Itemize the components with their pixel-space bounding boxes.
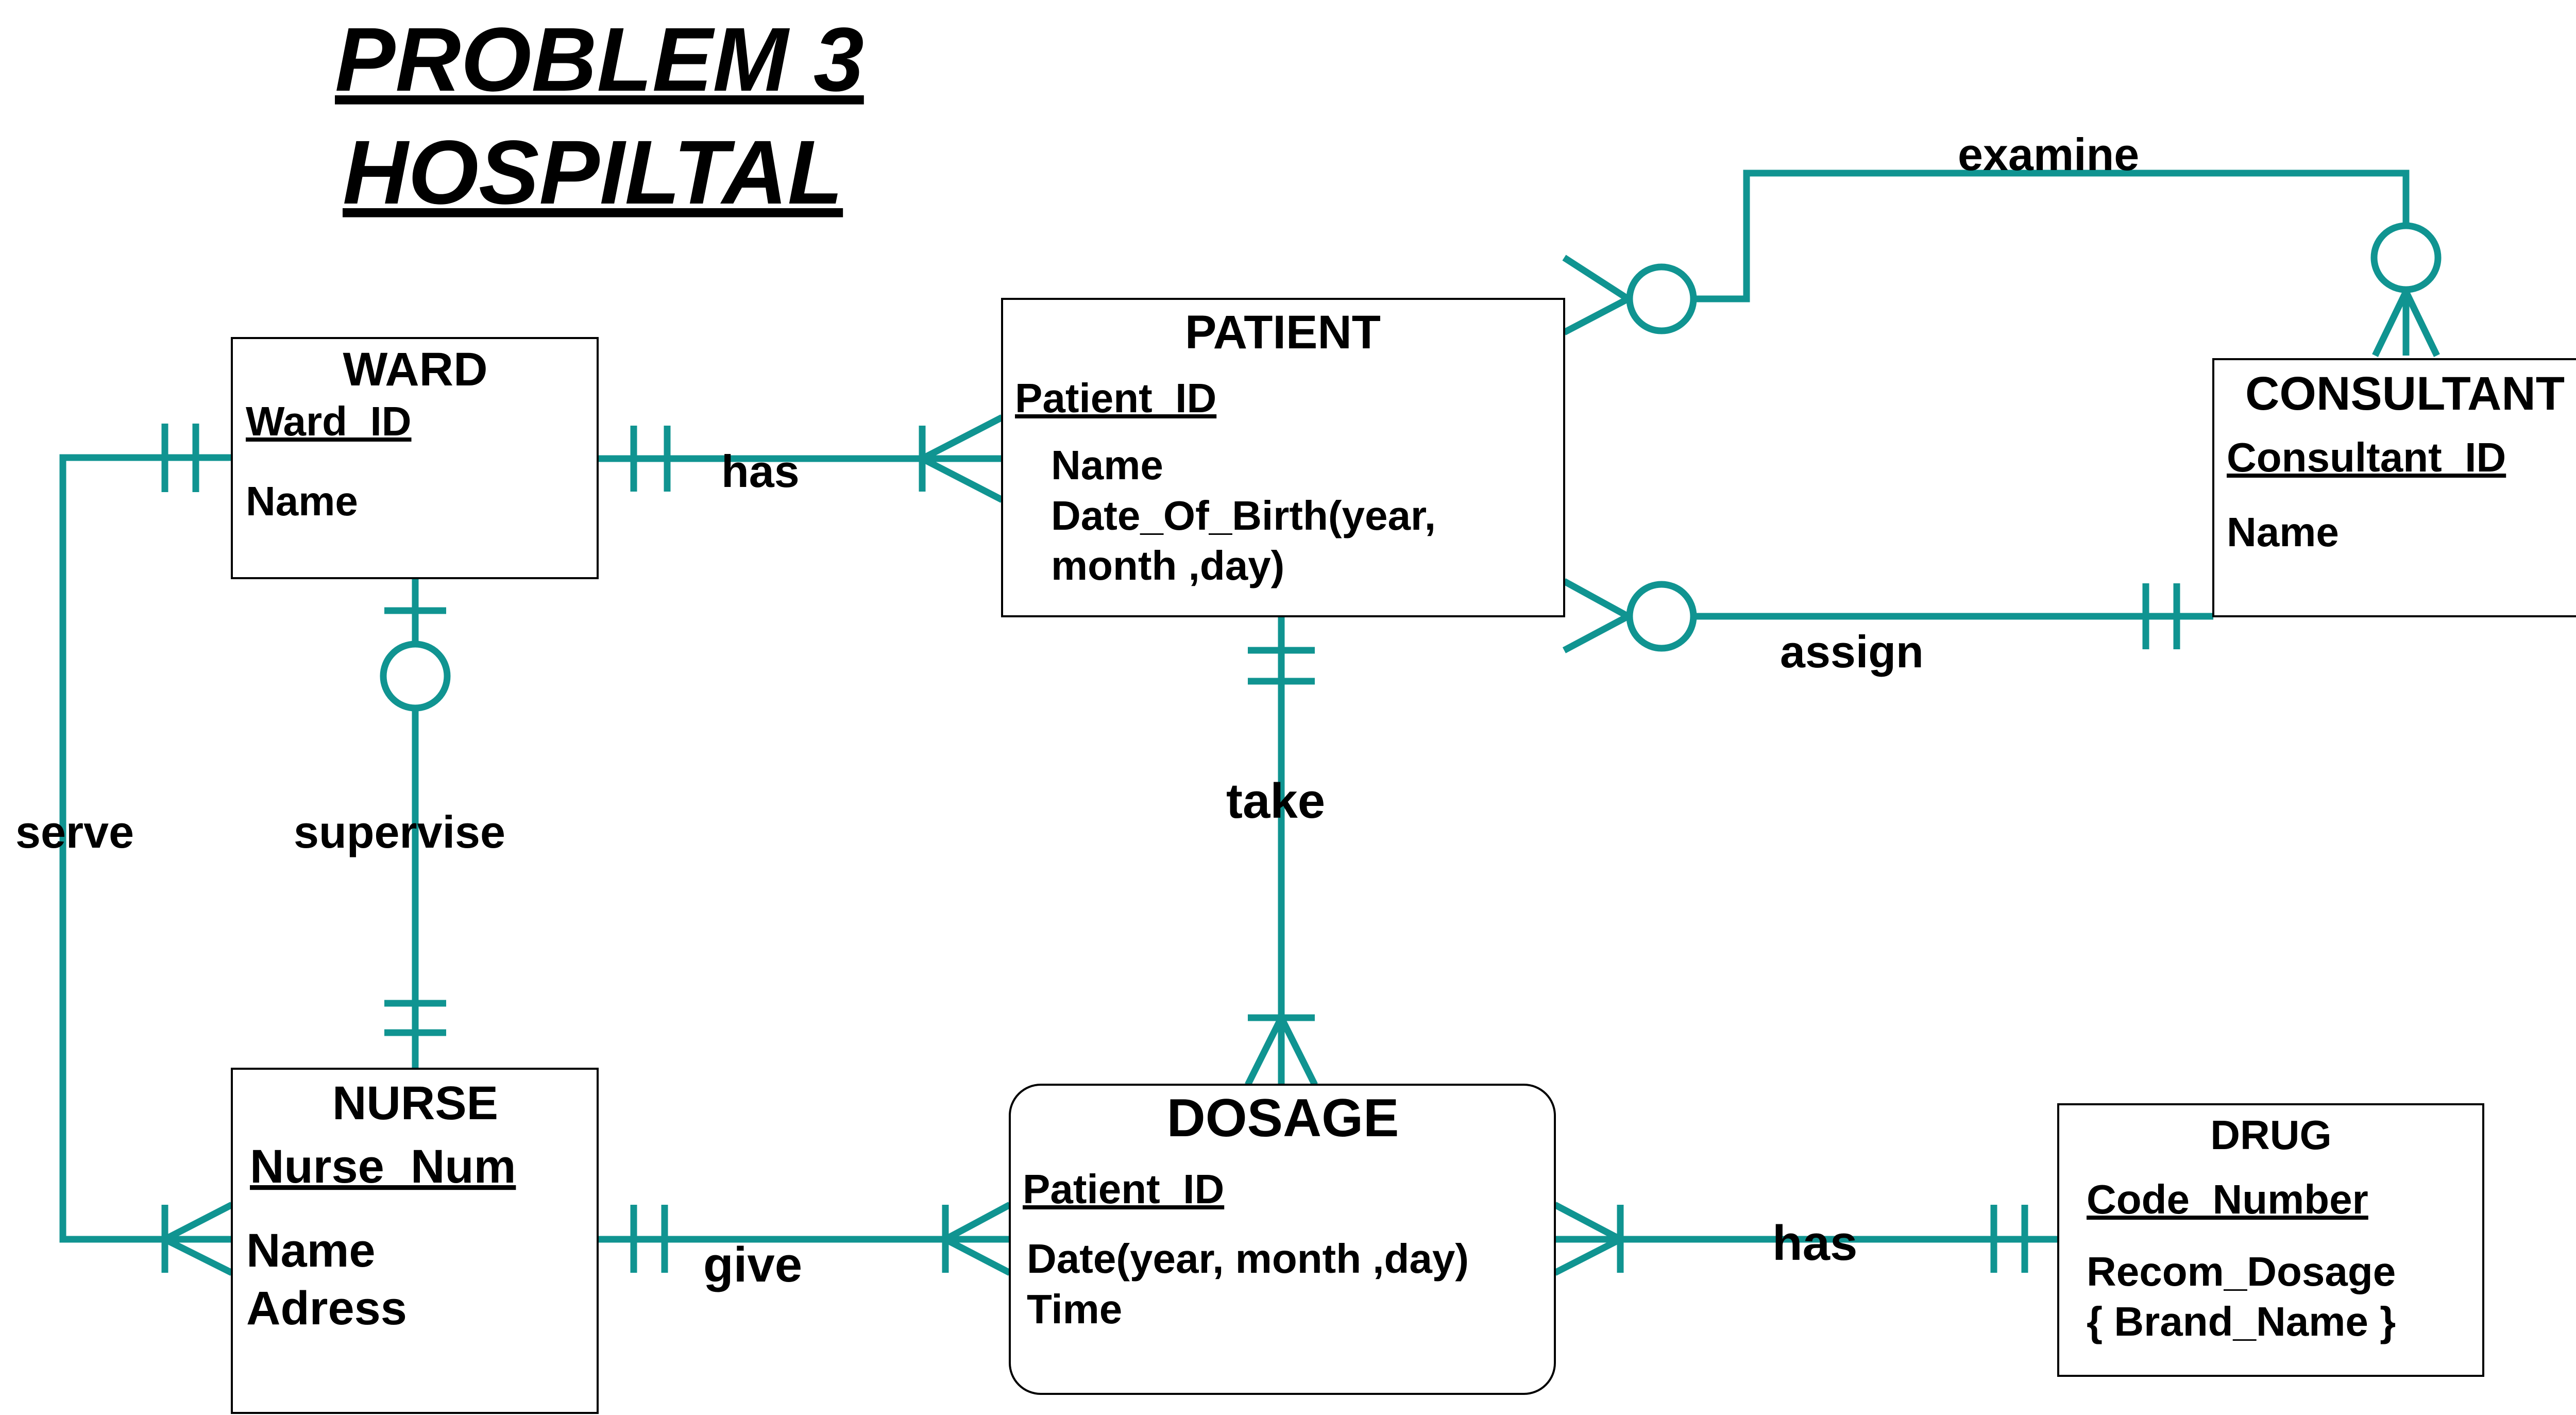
entity-ward[interactable]: WARD Ward_ID Name <box>231 337 599 579</box>
label-take: take <box>1226 773 1325 829</box>
nurse-dosage-give-relationship <box>598 1202 1012 1276</box>
label-supervise: supervise <box>294 806 505 857</box>
title-line-1: PROBLEM 3 <box>335 9 864 110</box>
dosage-drug-has-relationship <box>1553 1202 2058 1276</box>
entity-nurse-box <box>231 1068 599 1414</box>
entity-nurse-attr-address: Adress <box>246 1282 407 1335</box>
entity-nurse-attr-name: Name <box>246 1224 376 1277</box>
supervise-optional-circle <box>380 641 451 712</box>
examine-optional-circle-patient <box>1626 263 1697 334</box>
entity-drug-key: Code_Number <box>2087 1176 2368 1222</box>
entity-patient-key: Patient_ID <box>1015 375 1216 421</box>
entity-drug-attr-recom-dosage: Recom_Dosage <box>2087 1249 2396 1294</box>
entity-ward-key: Ward_ID <box>246 398 412 444</box>
entity-patient-attr-dob-cont: month ,day) <box>1051 543 1284 588</box>
diagram-title: PROBLEM 3 HOSPILTAL <box>335 9 864 223</box>
entity-dosage-box <box>1009 1084 1556 1395</box>
entity-patient-attr-dob: Date_Of_Birth(year, <box>1051 493 1436 538</box>
entity-consultant-box <box>2212 358 2576 617</box>
ward-nurse-supervise-relationship <box>380 578 451 1069</box>
entity-ward-box <box>231 337 599 579</box>
entity-patient-box <box>1001 298 1565 617</box>
relationship-labels: has examine assign serve supervise take … <box>15 129 2139 1292</box>
entity-ward-name: WARD <box>343 343 487 396</box>
label-assign: assign <box>1780 626 1924 677</box>
entity-consultant-name: CONSULTANT <box>2245 367 2565 420</box>
entity-drug-attr-brand-name: { Brand_Name } <box>2087 1299 2396 1344</box>
patient-consultant-examine-relationship <box>1562 170 2442 357</box>
assign-optional-circle <box>1626 581 1697 652</box>
label-ward-patient-has: has <box>721 446 800 497</box>
ward-nurse-serve-relationship <box>59 424 233 1276</box>
entity-consultant-attr-name: Name <box>2227 509 2339 555</box>
relationship-lines <box>59 170 2442 1276</box>
entity-dosage-key: Patient_ID <box>1023 1166 1224 1212</box>
entity-patient-name: PATIENT <box>1185 306 1381 359</box>
entity-consultant-key: Consultant_ID <box>2227 434 2506 480</box>
entity-ward-attr-name: Name <box>246 478 358 524</box>
entity-dosage[interactable]: DOSAGE Patient_ID Date(year, month ,day)… <box>1009 1084 1556 1395</box>
entity-drug-name: DRUG <box>2210 1112 2332 1158</box>
entity-dosage-attr-time: Time <box>1027 1286 1122 1332</box>
entity-dosage-name: DOSAGE <box>1167 1088 1399 1148</box>
entity-drug-box <box>2057 1103 2484 1377</box>
label-examine: examine <box>1958 129 2139 180</box>
label-serve: serve <box>15 806 134 857</box>
title-line-2: HOSPILTAL <box>343 122 843 223</box>
entity-nurse-name: NURSE <box>332 1077 498 1130</box>
entity-dosage-attr-date: Date(year, month ,day) <box>1027 1236 1469 1282</box>
entity-nurse-key: Nurse_Num <box>250 1140 516 1193</box>
label-give: give <box>703 1237 802 1292</box>
patient-dosage-take-relationship <box>1245 616 1318 1086</box>
ward-patient-relationship <box>598 414 1004 503</box>
entity-patient-attr-name: Name <box>1051 442 1163 488</box>
examine-optional-circle-consultant <box>2370 222 2442 293</box>
label-dosage-drug-has: has <box>1772 1216 1857 1271</box>
entity-patient[interactable]: PATIENT Patient_ID Name Date_Of_Birth(ye… <box>1001 298 1565 617</box>
entity-drug[interactable]: DRUG Code_Number Recom_Dosage { Brand_Na… <box>2057 1103 2484 1377</box>
entity-nurse[interactable]: NURSE Nurse_Num Name Adress <box>231 1068 599 1414</box>
entity-consultant[interactable]: CONSULTANT Consultant_ID Name <box>2212 358 2576 617</box>
patient-consultant-assign-relationship <box>1562 578 2213 653</box>
